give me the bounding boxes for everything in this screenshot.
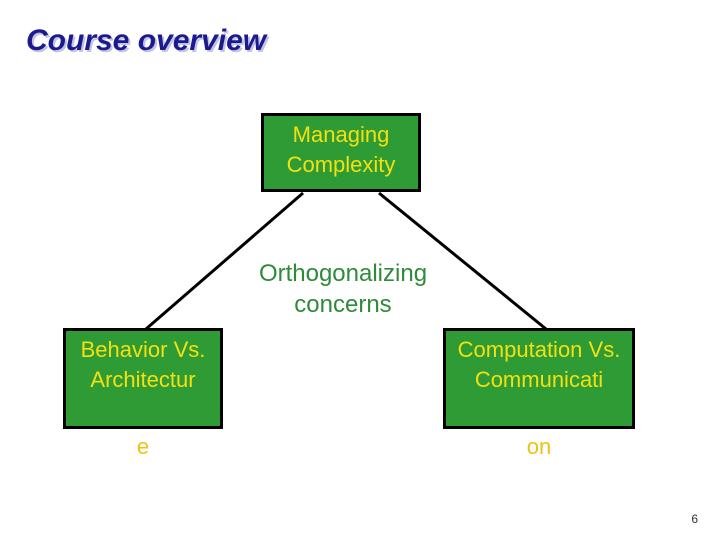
node-behavior-vs-architecture-overflow: e [136, 434, 150, 459]
node-computation-vs-communication-text: Computation Vs. Communicati [457, 337, 621, 392]
caption-orthogonalizing-concerns: Orthogonalizing concerns [237, 258, 449, 320]
page-title: Course overview [26, 24, 267, 57]
node-computation-vs-communication[interactable]: Computation Vs. Communicati [443, 328, 635, 429]
node-behavior-vs-architecture-text: Behavior Vs. Architectur [80, 337, 206, 392]
page-number: 6 [691, 512, 698, 526]
node-managing-complexity-line2: Complexity [286, 152, 396, 177]
caption-line2: concerns [294, 291, 392, 318]
node-managing-complexity-line1: Managing [292, 122, 390, 147]
node-computation-vs-communication-overflow: on [526, 434, 552, 459]
caption-line1: Orthogonalizing [258, 260, 428, 287]
node-managing-complexity[interactable]: Managing Complexity [261, 113, 421, 192]
node-behavior-vs-architecture[interactable]: Behavior Vs. Architectur [63, 328, 223, 429]
